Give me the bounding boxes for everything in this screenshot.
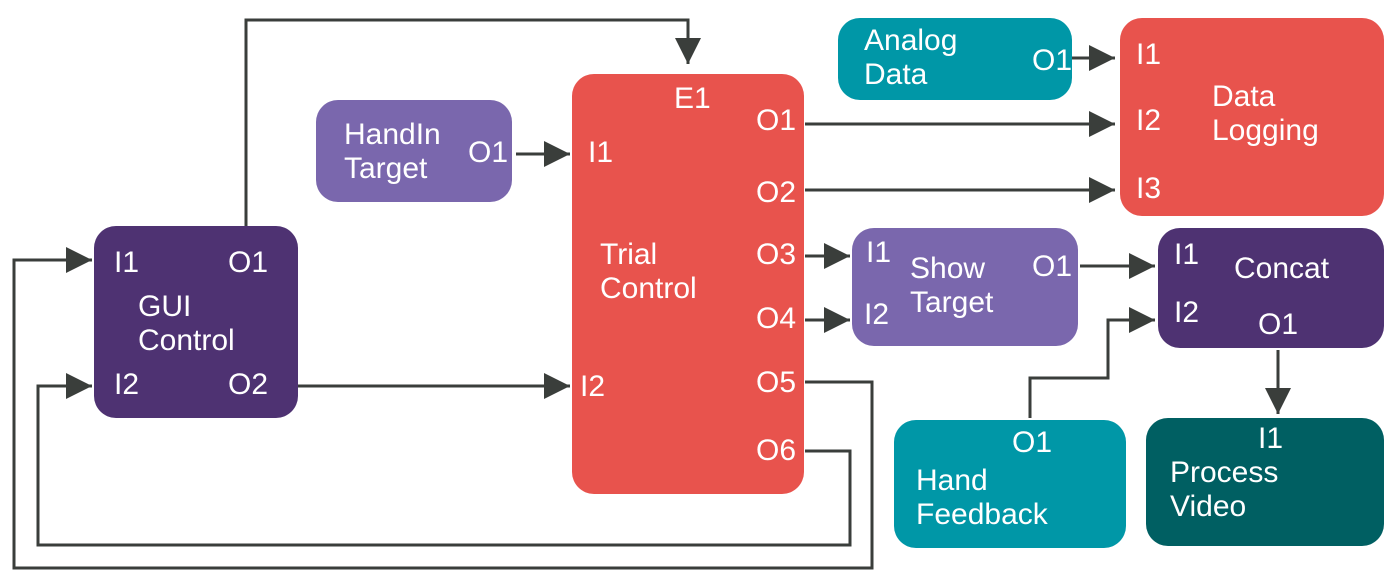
port-i2[interactable]: I2	[1136, 104, 1162, 137]
port-o1[interactable]: O1	[756, 104, 797, 137]
wire-trial-o5-to-gui-i1	[12, 247, 874, 570]
block-title: Data Logging	[1212, 80, 1319, 147]
block-title: GUI Control	[138, 290, 235, 357]
block-title: Process Video	[1170, 456, 1279, 523]
port-o1[interactable]: O1	[1258, 308, 1299, 341]
block-title: Analog Data	[864, 24, 958, 91]
handin-target-block[interactable]: HandIn Target O1	[316, 100, 512, 202]
trial-control-block[interactable]: E1 I1 I2 O1 O2 O3 O4 O5 O6 Trial Control	[572, 74, 804, 494]
process-video-block[interactable]: I1 Process Video	[1146, 418, 1384, 546]
port-o1[interactable]: O1	[228, 246, 269, 279]
port-o4[interactable]: O4	[756, 302, 797, 335]
block-title: Trial Control	[600, 238, 697, 305]
block-title: Concat	[1234, 252, 1330, 285]
data-logging-block[interactable]: I1 I2 I3 Data Logging	[1120, 18, 1384, 216]
port-o1[interactable]: O1	[1012, 426, 1053, 459]
block-title: HandIn Target	[344, 118, 441, 185]
wire-feedback-o1-to-concat-i2	[1028, 307, 1155, 418]
port-i1[interactable]: I1	[114, 246, 140, 279]
port-i2[interactable]: I2	[114, 368, 140, 401]
concat-block[interactable]: I1 Concat I2 O1	[1158, 228, 1384, 348]
wire-gui-o1-to-trial-e1	[244, 18, 701, 226]
port-o1[interactable]: O1	[468, 136, 509, 169]
hand-feedback-block[interactable]: O1 Hand Feedback	[894, 420, 1126, 548]
port-o5[interactable]: O5	[756, 366, 797, 399]
port-o1[interactable]: O1	[1032, 250, 1073, 283]
port-i2[interactable]: I2	[580, 370, 606, 403]
port-i2[interactable]: I2	[864, 298, 890, 331]
block-title: Hand Feedback	[916, 464, 1048, 531]
port-i1[interactable]: I1	[1174, 238, 1200, 271]
port-o3[interactable]: O3	[756, 238, 797, 271]
port-e1[interactable]: E1	[674, 82, 711, 115]
port-o1[interactable]: O1	[1032, 44, 1073, 77]
port-o2[interactable]: O2	[756, 176, 797, 209]
port-i2[interactable]: I2	[1174, 296, 1200, 329]
gui-control-block[interactable]: I1 O1 GUI Control I2 O2	[94, 226, 298, 418]
port-o2[interactable]: O2	[228, 368, 269, 401]
port-i3[interactable]: I3	[1136, 172, 1162, 205]
block-title: Show Target	[910, 252, 994, 319]
port-i1[interactable]: I1	[588, 136, 614, 169]
port-i1[interactable]: I1	[866, 236, 892, 269]
wire-trial-o6-to-gui-i2	[36, 373, 852, 547]
port-i1[interactable]: I1	[1258, 422, 1284, 455]
analog-data-block[interactable]: Analog Data O1	[838, 18, 1072, 100]
port-i1[interactable]: I1	[1136, 38, 1162, 71]
port-o6[interactable]: O6	[756, 434, 797, 467]
show-target-block[interactable]: I1 I2 Show Target O1	[852, 228, 1078, 346]
